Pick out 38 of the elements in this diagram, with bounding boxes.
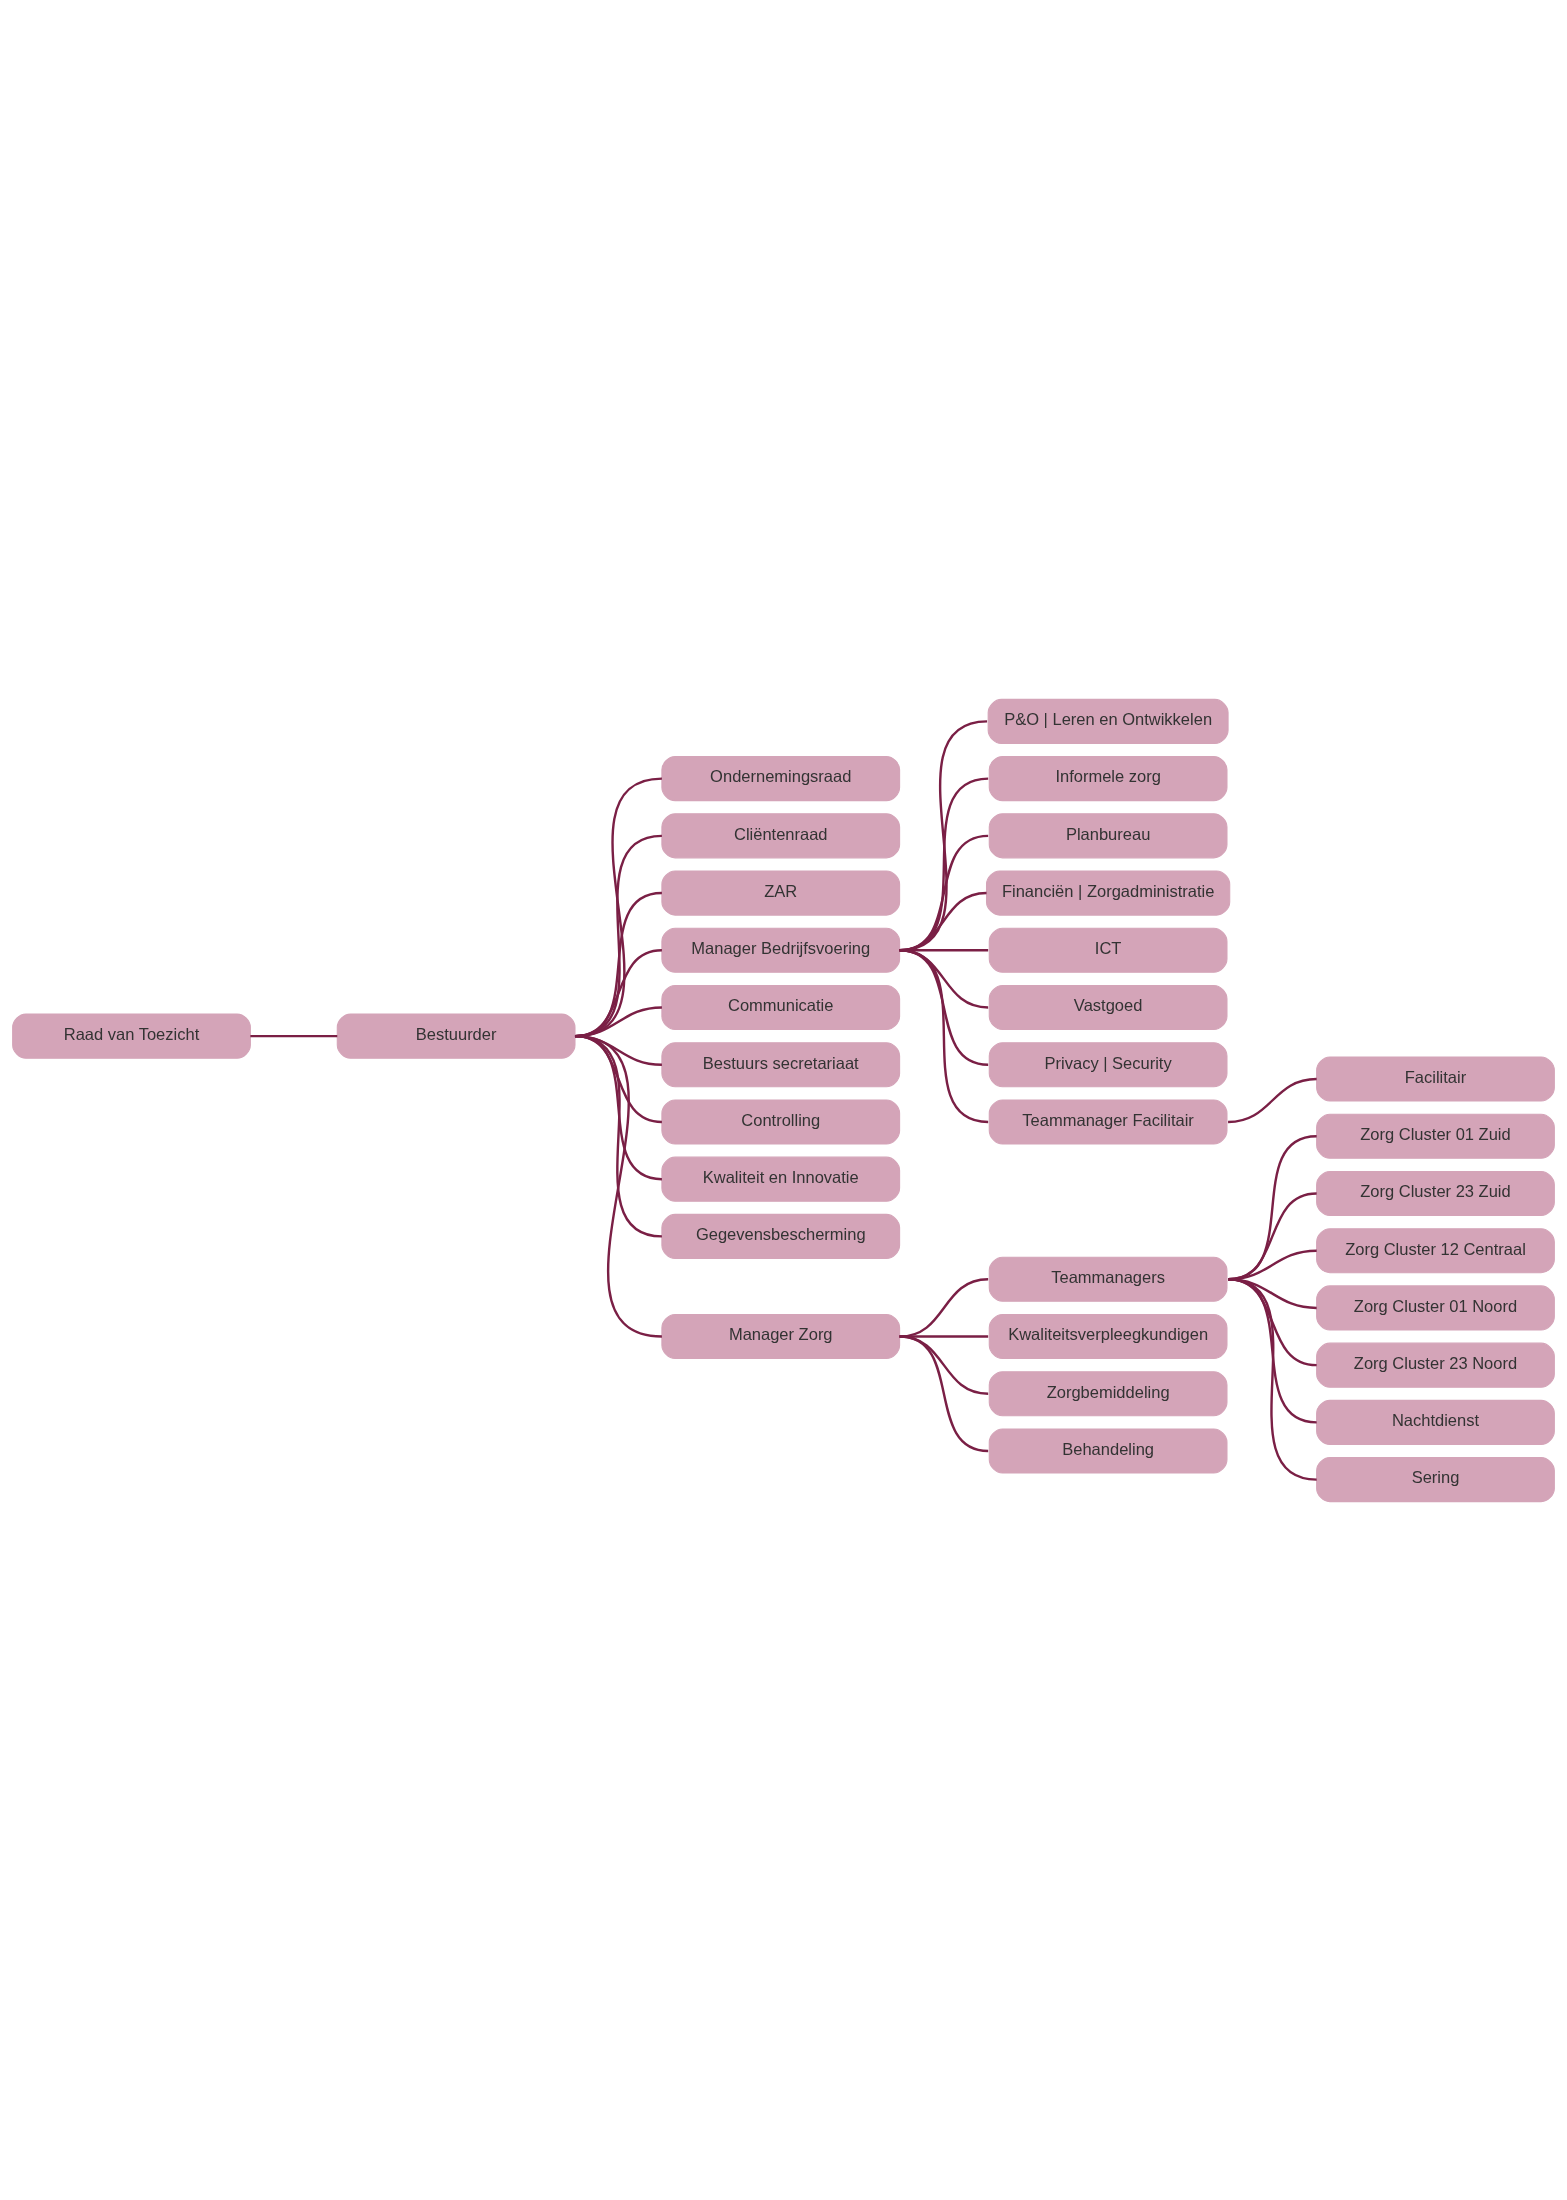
node-box: Planbureau (988, 812, 1228, 858)
connector (250, 1034, 338, 1037)
node-box: Privacy | Security (988, 1041, 1228, 1087)
node-box: Ondernemingsraad (661, 755, 901, 801)
node-box: Manager Zorg (661, 1313, 901, 1359)
node-box: Nachtdienst (1316, 1399, 1555, 1445)
node-box: Zorg Cluster 01 Noord (1316, 1284, 1555, 1330)
node-box: Bestuurs secretariaat (661, 1041, 901, 1087)
node-box: Behandeling (988, 1427, 1228, 1474)
node-box: Teammanager Facilitair (988, 1098, 1228, 1144)
node-box: Bestuurder (336, 1013, 576, 1059)
node-box: Gegevensbescherming (661, 1213, 901, 1259)
node-box: Vastgoed (988, 984, 1228, 1030)
node-box: Financiën | Zorgadministratie (986, 870, 1231, 916)
connector (1227, 1277, 1317, 1481)
node-box: Kwaliteitsverpleegkundigen (988, 1313, 1228, 1359)
node-box: Communicatie (661, 984, 901, 1030)
node-box: Controlling (661, 1098, 901, 1144)
node-box: ZAR (661, 870, 901, 916)
connector (1227, 1077, 1317, 1123)
node-box: Cliëntenraad (661, 812, 901, 858)
node-box: ICT (988, 927, 1228, 973)
node-box: Manager Bedrijfsvoering (661, 927, 901, 973)
node-box: Sering (1316, 1456, 1555, 1502)
connector (574, 1034, 663, 1338)
node-box: Zorg Cluster 23 Noord (1316, 1342, 1555, 1388)
node-box: Zorg Cluster 12 Centraal (1316, 1227, 1555, 1273)
node-box: Zorg Cluster 01 Zuid (1316, 1113, 1555, 1159)
node-box: Zorgbemiddeling (988, 1370, 1228, 1416)
node-box: Teammanagers (988, 1256, 1228, 1302)
connector (899, 1334, 989, 1452)
node-box: Informele zorg (988, 755, 1228, 801)
node-box: Kwaliteit en Innovatie (661, 1156, 901, 1202)
node-box: Facilitair (1316, 1056, 1555, 1102)
node-box: Zorg Cluster 23 Zuid (1316, 1170, 1555, 1216)
node-box: P&O | Leren en Ontwikkelen (987, 698, 1229, 744)
connector (899, 948, 989, 1123)
node-box: Raad van Toezicht (12, 1013, 251, 1059)
